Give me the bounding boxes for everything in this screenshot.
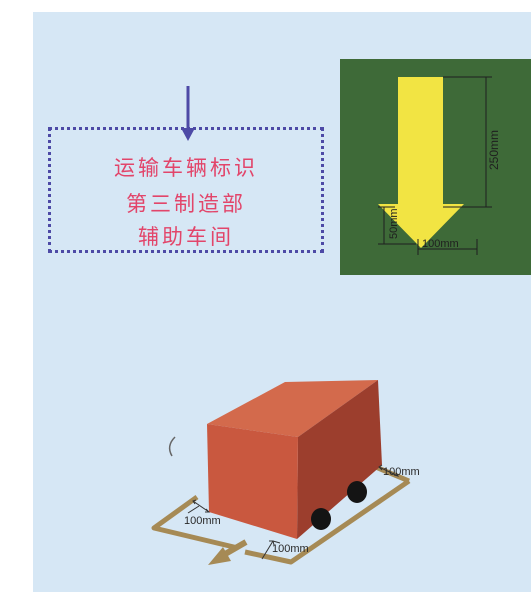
sign-line-1: 运输车辆标识: [114, 156, 258, 180]
length-label: 250mm: [487, 130, 501, 170]
clearance-left-dimension: [187, 499, 211, 514]
box-top: [207, 380, 378, 437]
head-height-label: 50mm: [388, 208, 400, 239]
yellow-arrow-icon: [378, 77, 464, 248]
sign-line-3: 辅助车间: [138, 225, 234, 249]
clearance-front-label: 100mm: [272, 543, 309, 555]
direction-arrow-icon: [208, 539, 248, 565]
arrow-marking-svg: 250mm 50mm 100mm: [378, 76, 501, 255]
wheel-icon: [311, 508, 331, 530]
clearance-left-label: 100mm: [184, 515, 221, 527]
box-front: [207, 424, 298, 539]
down-arrow-icon: [181, 86, 195, 141]
clearance-right-dimension: [378, 464, 400, 477]
width-dimension: [417, 239, 478, 255]
arrow-marking-board: 250mm 50mm 100mm: [340, 59, 531, 275]
head-dimension: [378, 206, 416, 245]
clearance-front-dimension: [261, 540, 281, 560]
sign-line-2: 第三制造部: [126, 192, 246, 216]
wheel-icon: [347, 481, 367, 503]
length-dimension: [443, 76, 492, 208]
box-side: [297, 380, 382, 539]
clearance-right-label: 100mm: [383, 466, 420, 478]
bracket-mark: [168, 436, 176, 457]
width-label: 100mm: [422, 238, 459, 250]
